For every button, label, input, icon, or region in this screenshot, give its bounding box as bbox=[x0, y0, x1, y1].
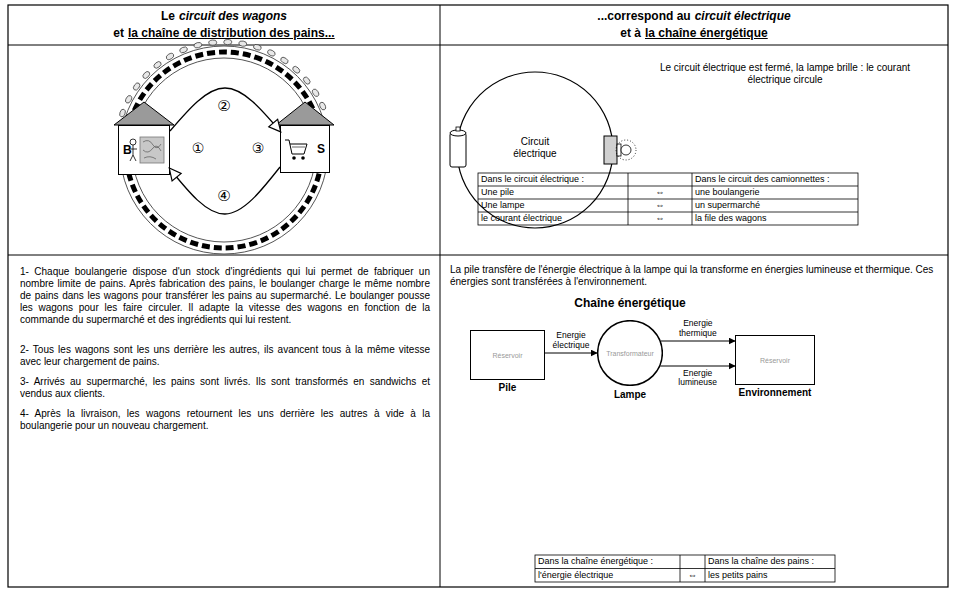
edge-label: Energie lumineuse bbox=[663, 369, 732, 388]
table-cell: la file des wagons bbox=[695, 213, 856, 224]
bread-loaf bbox=[193, 42, 202, 49]
bread-loaf bbox=[267, 49, 276, 57]
header-text: circuit électrique bbox=[695, 9, 791, 23]
paragraph: 1- Chaque boulangerie dispose d'un stock… bbox=[20, 266, 430, 326]
paragraph: 3- Arrivés au supermarché, les pains son… bbox=[20, 376, 430, 400]
header-text: circuit des wagons bbox=[179, 9, 287, 23]
callout-number: ④ bbox=[212, 188, 236, 205]
bread-loaf bbox=[253, 44, 262, 51]
table-cell: Une lampe bbox=[481, 200, 626, 211]
energy-arrow bbox=[545, 353, 597, 354]
header-text: Le bbox=[161, 9, 175, 23]
node-text: B bbox=[123, 143, 132, 157]
bread-loaf bbox=[311, 88, 320, 98]
node-text: Réservoir bbox=[760, 357, 790, 364]
table-cell: un supermarché bbox=[695, 200, 856, 211]
note: Le circuit électrique est fermé, la lamp… bbox=[640, 62, 930, 86]
reservoir-box: RéservoirPile bbox=[470, 330, 545, 380]
circle-outline bbox=[598, 321, 663, 386]
node-caption: Environnement bbox=[739, 387, 812, 398]
energy-arrow bbox=[660, 366, 735, 367]
circuit-label: Circuit électrique bbox=[498, 136, 572, 160]
row-rule bbox=[8, 45, 948, 46]
bread-loaf bbox=[280, 56, 290, 65]
correspondence-table bbox=[478, 173, 858, 225]
paragraph: 2- Tous les wagons sont les uns derrière… bbox=[20, 344, 430, 368]
supermarket-box: S bbox=[280, 125, 330, 173]
header-line: et à la chaîne énergétique bbox=[440, 26, 948, 40]
edge-label: Energie thermique bbox=[664, 319, 732, 338]
table-cell: le courant électrique bbox=[481, 213, 626, 224]
table-cell: Dans la chaîne des pains : bbox=[708, 556, 834, 567]
flow-arrow bbox=[170, 88, 280, 131]
correspondence-table bbox=[535, 555, 835, 582]
row-rule bbox=[8, 255, 948, 256]
bread-loaf bbox=[142, 70, 151, 79]
header-text: et bbox=[113, 26, 124, 40]
table-cell: ⇔ bbox=[628, 187, 692, 198]
header-text: et à bbox=[620, 26, 641, 40]
table-cell: ⇔ bbox=[680, 570, 705, 581]
energy-arrow bbox=[661, 341, 735, 342]
flow-arrow bbox=[170, 167, 280, 214]
node-text: Transformateur bbox=[606, 350, 654, 357]
paragraph: 4- Après la livraison, les wagons retour… bbox=[20, 408, 430, 432]
table-cell: l'énergie électrique bbox=[538, 570, 679, 581]
bread-loaf bbox=[208, 40, 216, 46]
bread-loaf bbox=[153, 60, 163, 69]
callout-number: ① bbox=[186, 140, 210, 156]
header-text: la chaîne énergétique bbox=[645, 26, 768, 40]
bread-loaf bbox=[319, 101, 327, 110]
bread-loaf bbox=[165, 52, 175, 61]
header-text: la chaîne de distribution des pains... bbox=[128, 26, 335, 40]
header-line: Le circuit des wagons bbox=[8, 9, 440, 23]
table-cell: Une pile bbox=[481, 187, 626, 198]
bread-loaf bbox=[292, 65, 301, 74]
table-cell: une boulangerie bbox=[695, 187, 856, 198]
transformer-circle: TransformateurLampe bbox=[597, 320, 663, 386]
supermarket-house bbox=[276, 102, 334, 173]
callout-number: ② bbox=[212, 98, 236, 115]
table-cell: ⇔ bbox=[628, 213, 692, 224]
bakery-box: B bbox=[118, 125, 170, 175]
node-text: Réservoir bbox=[493, 352, 523, 359]
table-cell: ⇔ bbox=[628, 200, 692, 211]
node-caption: Pile bbox=[499, 382, 517, 393]
callout-number: ③ bbox=[246, 140, 270, 156]
edge-label: Energie électrique bbox=[548, 331, 594, 350]
bread-loaf bbox=[238, 40, 247, 47]
bread-loaf bbox=[124, 95, 132, 105]
table-cell: Dans la chaîne énergétique : bbox=[538, 556, 679, 567]
table-frame bbox=[8, 5, 948, 587]
bread-loaf bbox=[302, 76, 311, 85]
header-line: et la chaîne de distribution des pains... bbox=[8, 26, 440, 40]
bakery-house bbox=[114, 102, 174, 175]
header-line: ...correspond au circuit électrique bbox=[440, 9, 948, 23]
diagram-heading: Chaîne énergétique bbox=[530, 297, 730, 311]
bread-loaf bbox=[224, 39, 232, 44]
node-text: S bbox=[317, 142, 325, 156]
node-caption: Lampe bbox=[614, 389, 646, 400]
paragraph: La pile transfère de l'énergie électriqu… bbox=[450, 264, 940, 288]
bread-loaf bbox=[179, 46, 188, 54]
header-text: ...correspond au bbox=[597, 9, 690, 23]
table-cell: Dans le circuit électrique : bbox=[481, 174, 626, 185]
table-cell: Dans le circuit des camionnettes : bbox=[695, 174, 856, 185]
column-rule bbox=[440, 5, 441, 587]
reservoir-box: RéservoirEnvironnement bbox=[735, 335, 815, 385]
bread-loaf bbox=[132, 82, 141, 92]
table-cell: les petits pains bbox=[708, 570, 834, 581]
